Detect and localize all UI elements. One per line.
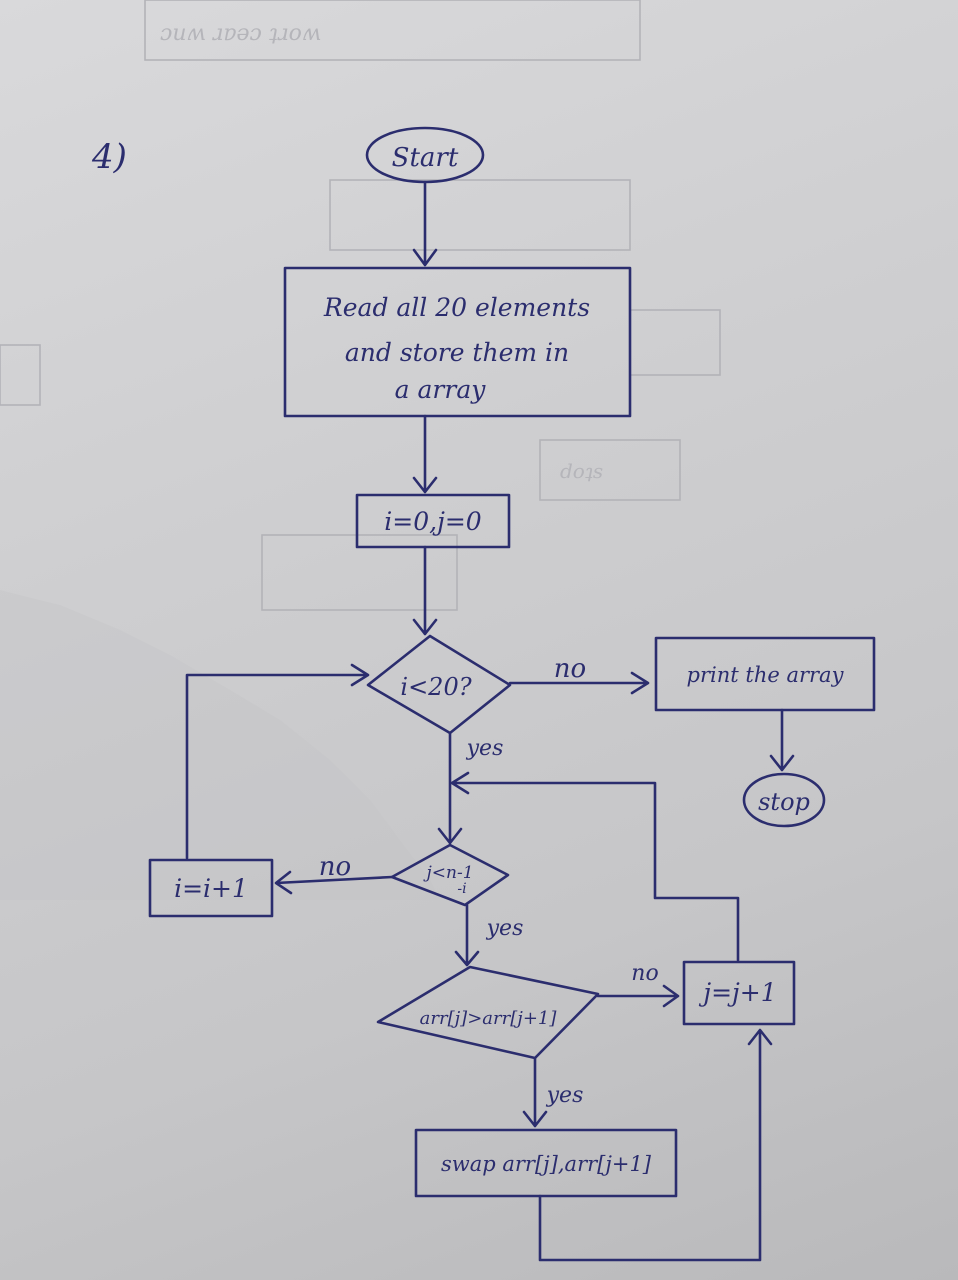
incr-i-label: i=i+1 bbox=[174, 874, 248, 903]
incr-j-label: j=j+1 bbox=[698, 978, 776, 1007]
cond-j-no-label: no bbox=[319, 852, 351, 882]
cond-i-yes-label: yes bbox=[466, 736, 504, 761]
read-line-2: and store them in bbox=[345, 338, 569, 367]
svg-text:ɔuʍ ɹɐǝɔ ʇɹoʍ: ɔuʍ ɹɐǝɔ ʇɹoʍ bbox=[160, 21, 321, 46]
arrow-cond-j-no bbox=[274, 870, 394, 895]
compare-yes-label: yes bbox=[546, 1083, 584, 1108]
start-label: Start bbox=[392, 143, 459, 173]
print-process-box bbox=[654, 636, 876, 712]
arrow-read-init bbox=[412, 414, 438, 494]
paper-tear bbox=[0, 590, 440, 900]
read-line-3: a array bbox=[395, 375, 487, 404]
cond-i-label: i<20? bbox=[400, 673, 471, 701]
init-label: i=0,j=0 bbox=[384, 507, 481, 536]
cond-j-yes-label: yes bbox=[486, 916, 524, 941]
read-process-box bbox=[283, 266, 632, 418]
cond-j-label-2: -i bbox=[457, 881, 466, 897]
stop-label: stop bbox=[758, 788, 810, 816]
arrow-cond-i-yes bbox=[437, 731, 463, 845]
read-line-1: Read all 20 elements bbox=[323, 293, 590, 322]
cond-j-label-1: j<n-1 bbox=[422, 863, 473, 883]
init-process-box bbox=[355, 493, 511, 549]
bleed-through-marks: ɔuʍ ɹɐǝɔ ʇɹoʍ doʇs bbox=[0, 0, 721, 611]
incr-j-process-box bbox=[682, 960, 796, 1026]
swap-process-box bbox=[414, 1128, 678, 1198]
cond-i-no-label: no bbox=[554, 654, 586, 684]
arrow-swap-incr-j bbox=[538, 1028, 773, 1262]
arrow-cond-i-no bbox=[508, 671, 650, 695]
arrow-compare-no bbox=[596, 984, 680, 1008]
compare-label: arr[j]>arr[j+1] bbox=[420, 1008, 558, 1029]
loop-j-back bbox=[450, 771, 740, 962]
cond-j-decision bbox=[390, 843, 510, 907]
swap-label: swap arr[j],arr[j+1] bbox=[441, 1152, 652, 1176]
svg-text:doʇs: doʇs bbox=[560, 459, 603, 483]
arrow-print-stop bbox=[769, 708, 795, 772]
arrow-init-cond-i bbox=[412, 545, 438, 636]
question-number: 4) bbox=[91, 137, 127, 177]
arrow-compare-yes bbox=[522, 1056, 548, 1128]
loop-i-back bbox=[185, 663, 370, 860]
compare-no-label: no bbox=[631, 961, 658, 986]
stop-terminator bbox=[742, 772, 826, 828]
arrow-cond-j-yes bbox=[454, 903, 480, 967]
incr-i-process-box bbox=[148, 858, 274, 918]
arrow-start-read bbox=[412, 180, 438, 267]
print-label: print the array bbox=[687, 663, 845, 687]
